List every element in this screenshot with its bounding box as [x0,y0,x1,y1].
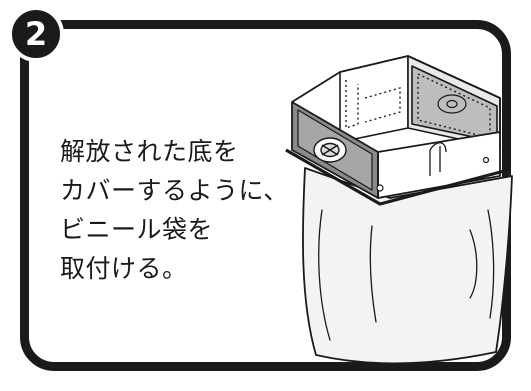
front-fan-icon [313,137,347,163]
box-back-panels [339,55,501,149]
step-number: 2 [24,15,48,53]
bag-installation-illustration [285,55,513,365]
fan-icon [437,94,467,114]
instruction-line: ビニール袋を [60,215,214,244]
instruction-line: 取付ける。 [60,254,188,283]
step-badge: 2 [8,6,64,62]
instruction-line: カバーするように、 [60,176,289,205]
plastic-bag [302,167,513,365]
instruction-line: 解放された底を [60,137,239,166]
bag-folds [318,209,495,341]
rivets [376,156,490,192]
instruction-text: 解放された底を カバーするように、 ビニール袋を 取付ける。 [60,132,300,288]
bag-opening-band [285,148,509,206]
hidden-outlines [345,72,491,139]
